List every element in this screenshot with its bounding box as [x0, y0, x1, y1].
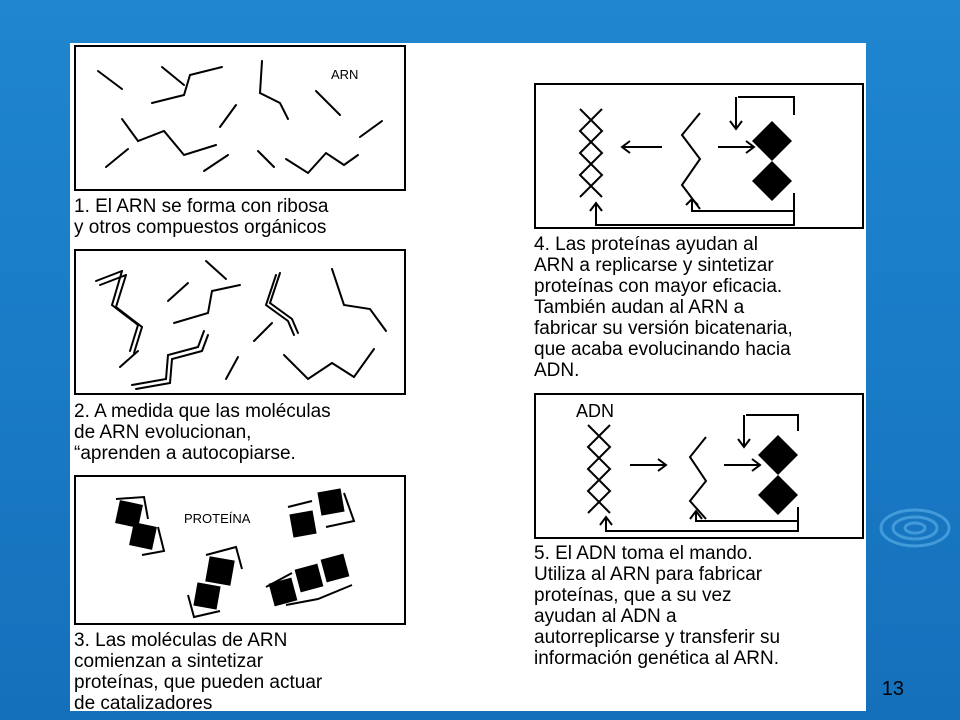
panel-1-box: ARN [74, 45, 406, 191]
slide-number: 13 [882, 678, 904, 701]
water-ripple-decoration [870, 490, 960, 580]
panel-5-label: ADN [576, 401, 614, 422]
panel-1-label: ARN [331, 67, 358, 82]
protein-rna-replication-cycle [536, 85, 866, 231]
panel-5-caption: 5. El ADN toma el mando. Utiliza al ARN … [534, 543, 780, 669]
panel-3-box: PROTEÍNA [74, 475, 406, 625]
panel-3-label: PROTEÍNA [184, 511, 250, 526]
panel-4-box [534, 83, 864, 229]
panel-5-box: ADN [534, 393, 864, 539]
rna-world-figure: ARN 1. El ARN se forma con ribosa y otro… [70, 43, 866, 711]
rna-self-copy-drawing [76, 251, 408, 397]
panel-3-caption: 3. Las moléculas de ARN comienzan a sint… [74, 630, 322, 714]
panel-2-box [74, 249, 406, 395]
protein-catalysts-drawing [76, 477, 408, 627]
panel-2-caption: 2. A medida que las moléculas de ARN evo… [74, 401, 331, 464]
panel-4-caption: 4. Las proteínas ayudan al ARN a replica… [534, 234, 793, 381]
panel-1-caption: 1. El ARN se forma con ribosa y otros co… [74, 196, 329, 238]
